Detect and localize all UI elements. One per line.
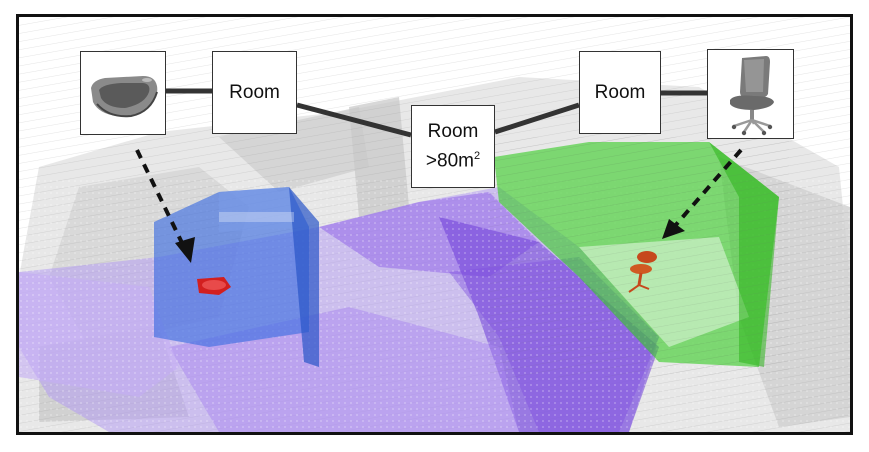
chair-icon-box [707,49,794,139]
room-node-left: Room [212,51,297,134]
blue-room-region [154,187,319,367]
arrow-chair [672,148,743,229]
edge-center-room-right [494,102,580,135]
room-area-exponent: 2 [473,149,481,162]
arrow-head-sink [175,237,195,263]
arrow-head-chair [662,219,685,239]
room-node-right-label: Room [594,81,646,103]
office-chair-icon [730,56,774,136]
arrow-sink [135,149,186,248]
figure-frame: Room Room >80m2 Room [16,14,853,435]
highlighted-sink [197,277,231,295]
dashed-arrows [135,148,743,248]
graph-edges [166,88,707,138]
room-node-center: Room >80m2 [411,105,495,188]
room-node-center-area: >80m2 [426,144,480,173]
sink-icon [91,76,158,118]
edge-room-left-center [296,102,412,138]
room-node-right: Room [579,51,661,134]
room-node-center-label: Room [427,120,479,142]
room-node-left-label: Room [229,81,280,103]
room-area-value: >80m [425,150,474,172]
sink-icon-box [80,51,166,135]
highlighted-chair [628,251,657,293]
